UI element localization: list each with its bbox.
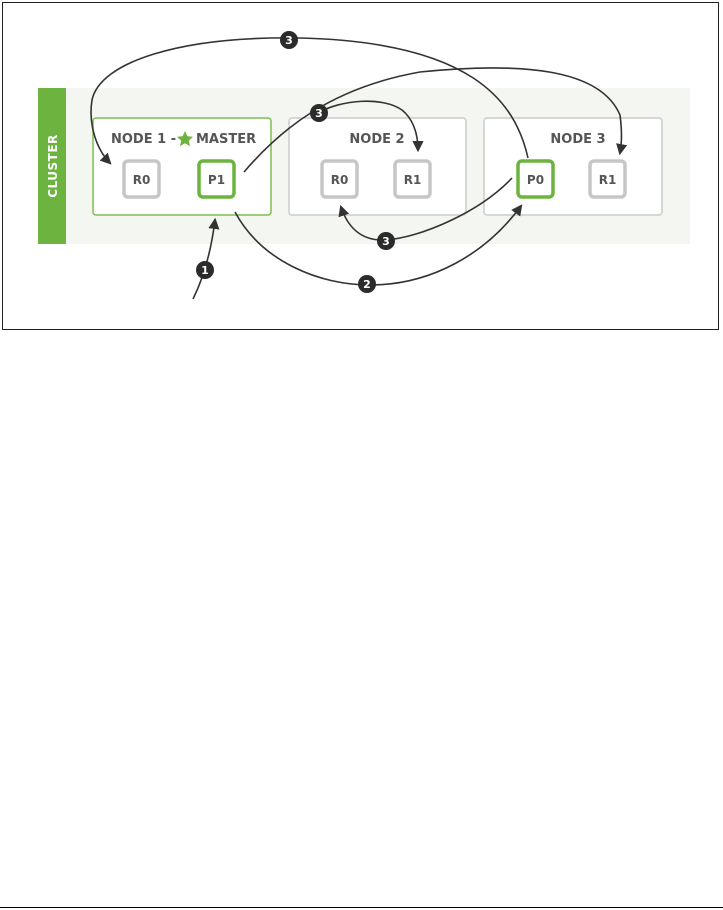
node-3-title: NODE 3 [550, 132, 605, 147]
shard-label: R1 [599, 173, 617, 187]
step-badge-1: 1 [196, 261, 214, 279]
arrow-step-3-to-node2-r1 [317, 100, 424, 153]
shard-r0-node2 [320, 159, 359, 199]
svg-text:3: 3 [382, 235, 390, 248]
shard-r1-node2 [393, 159, 432, 199]
shard-label: P0 [527, 173, 544, 187]
node-2-title: NODE 2 [349, 132, 404, 147]
node-2: NODE 2 R0 R1 [288, 117, 467, 216]
node-3: NODE 3 P0 R1 [483, 117, 663, 216]
shard-label: R0 [133, 173, 151, 187]
page-bottom-rule [0, 907, 723, 908]
step-badge-3-bottom: 3 [377, 232, 395, 250]
arrow-step-3-to-node1 [90, 37, 529, 165]
node-1-title: NODE 1 - [111, 132, 176, 147]
step-badge-3-middle: 3 [310, 104, 328, 122]
shard-r1-node3 [588, 159, 627, 199]
master-label: MASTER [196, 132, 256, 147]
node-1: NODE 1 - MASTER R0 P1 [92, 117, 272, 216]
cluster-label: CLUSTER [46, 134, 60, 198]
figure-frame [2, 2, 719, 330]
svg-text:2: 2 [363, 278, 371, 291]
shard-label: R1 [404, 173, 422, 187]
svg-text:3: 3 [285, 34, 293, 47]
shard-label: P1 [208, 173, 225, 187]
cluster-diagram: CLUSTER NODE 1 - MASTER R0 P1 NODE 2 R0 … [38, 31, 690, 300]
step-badge-2: 2 [358, 275, 376, 293]
cluster-label-bar [38, 88, 66, 244]
step-badge-3-top: 3 [280, 31, 298, 49]
star-icon [177, 131, 193, 147]
shard-p1-node1 [197, 159, 236, 199]
arrow-step-3-to-node3 [243, 67, 628, 173]
svg-text:3: 3 [315, 107, 323, 120]
shard-r0-node1 [122, 159, 161, 199]
shard-p0-node3 [516, 159, 555, 199]
shard-label: R0 [331, 173, 349, 187]
svg-text:1: 1 [201, 264, 209, 277]
